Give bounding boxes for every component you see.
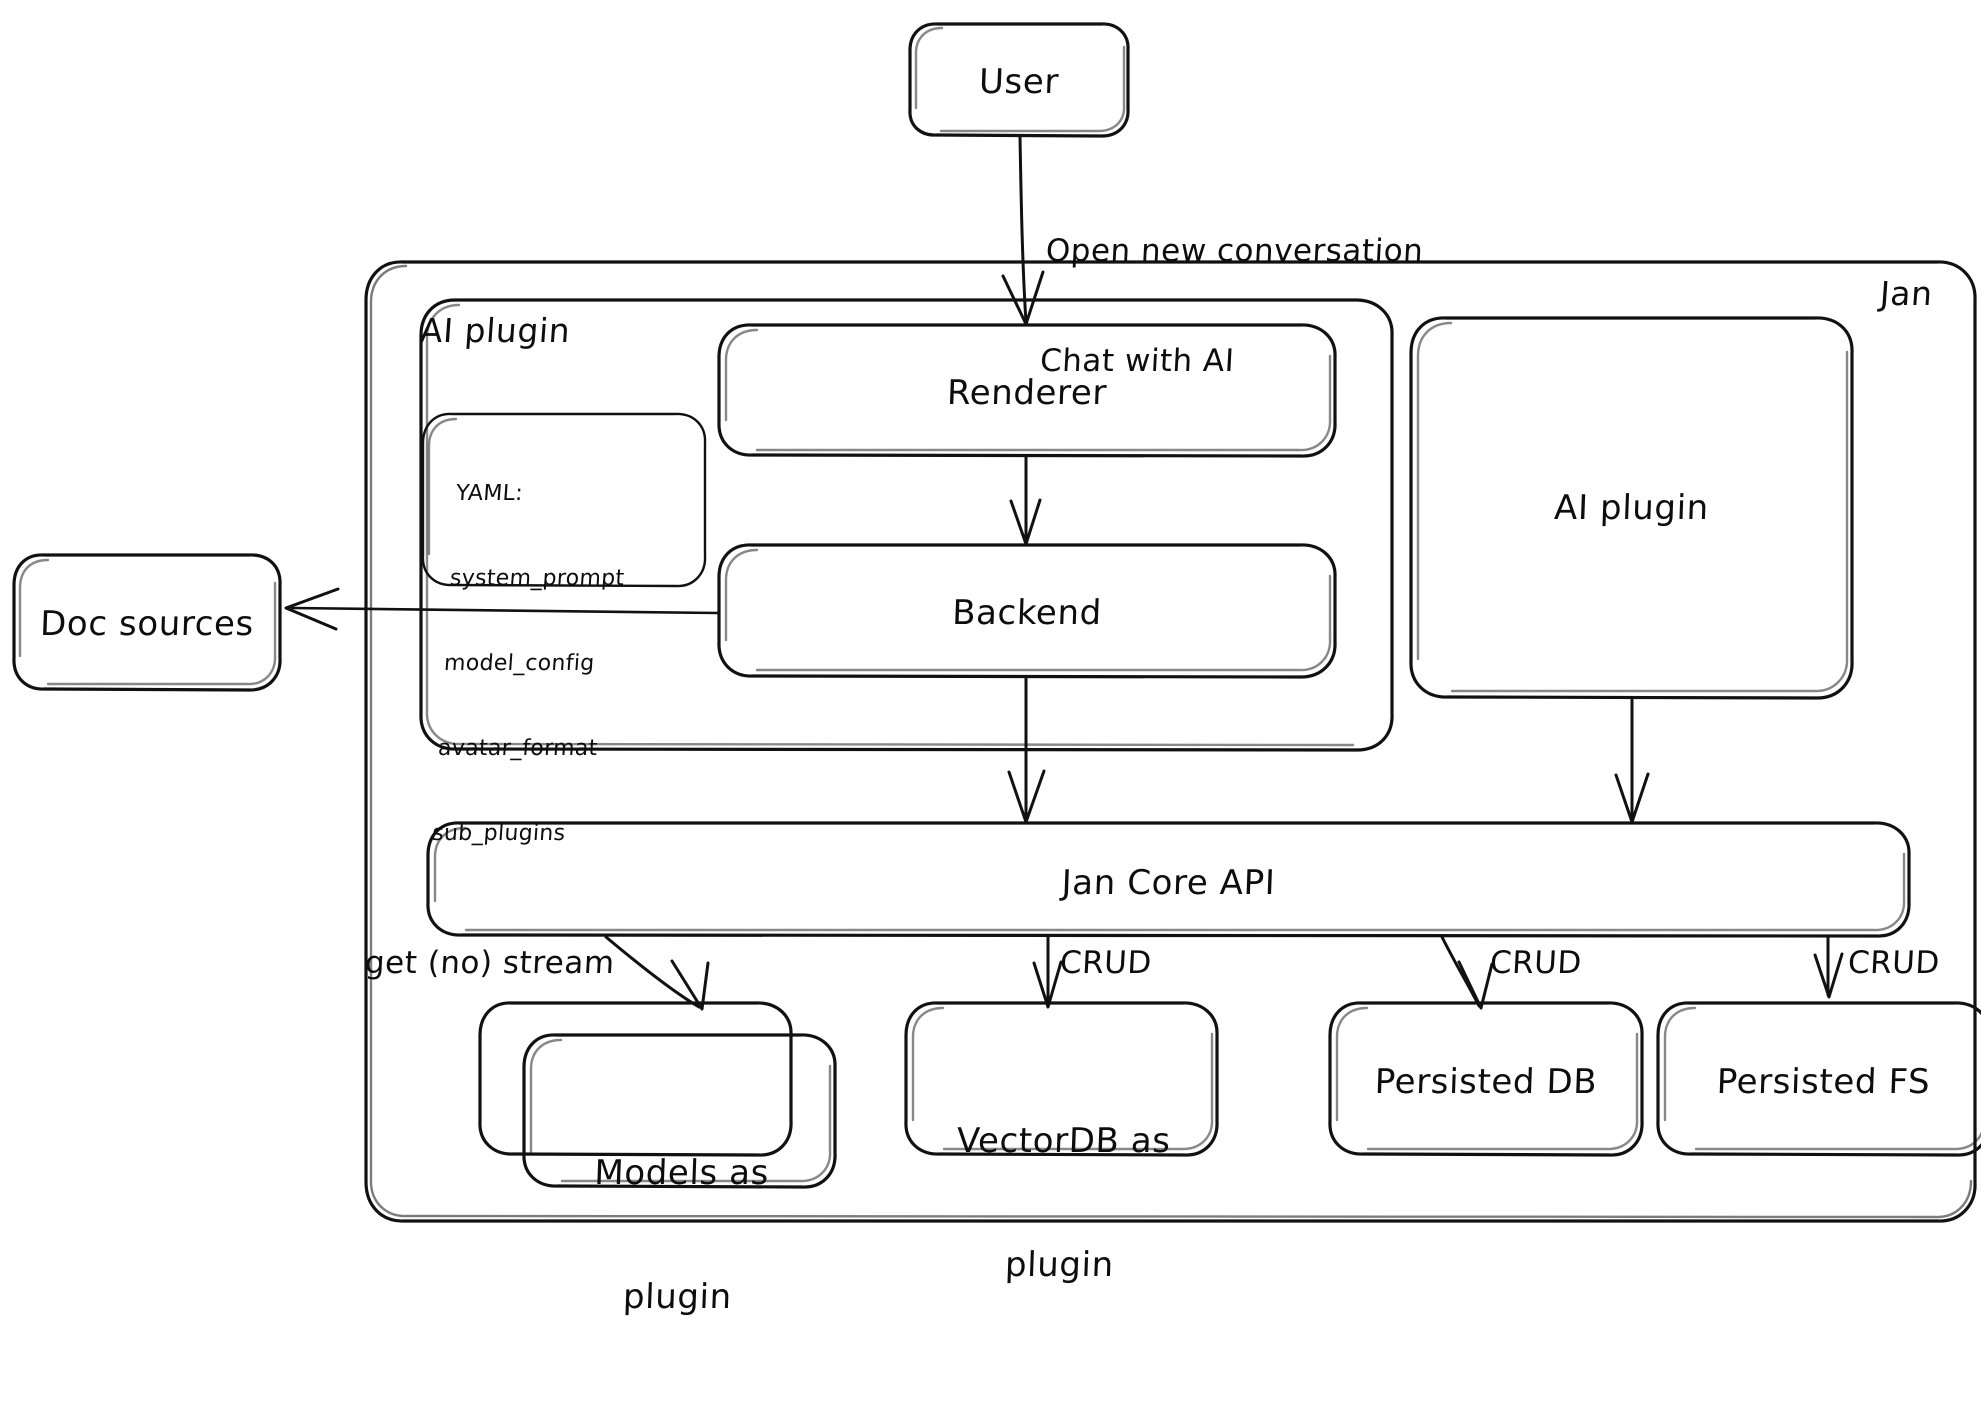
note-yaml-heading: YAML: xyxy=(455,480,524,506)
container-jan-shape xyxy=(364,260,1977,1223)
node-label-user: User xyxy=(978,62,1060,102)
container-ai-plugin-shape xyxy=(419,298,1394,752)
edge-core-to-models xyxy=(604,935,710,1011)
node-doc-sources-shape[interactable] xyxy=(12,553,282,692)
node-label-persisted-db: Persisted DB xyxy=(1374,1062,1598,1102)
node-label-models-plugin-line1: Models as xyxy=(593,1152,770,1193)
note-yaml-key-1: model_config xyxy=(443,651,596,676)
edge-renderer-to-backend xyxy=(1009,455,1042,546)
edge-label-user-to-renderer: Open new conversation Chat with AI xyxy=(1035,160,1428,453)
edge-label-core-to-vectordb: CRUD xyxy=(1059,945,1153,981)
edge-ai-plugin-to-core xyxy=(1614,697,1650,824)
container-label-jan: Jan xyxy=(1878,274,1935,313)
node-renderer-shape[interactable] xyxy=(717,323,1337,458)
edge-backend-to-doc-sources xyxy=(284,587,720,631)
node-vectordb-plugin-shape[interactable] xyxy=(904,1001,1219,1157)
edge-label-core-to-persisted-db: CRUD xyxy=(1489,945,1583,981)
edge-label-user-to-renderer-line2: Chat with AI xyxy=(1039,342,1236,379)
edge-core-to-persisted-fs xyxy=(1813,935,1844,999)
note-yaml-key-3: sub_plugins xyxy=(431,821,567,847)
node-persisted-db-shape[interactable] xyxy=(1328,1001,1644,1157)
diagram-canvas: Jan AI plugin User Renderer Backend AI p… xyxy=(12,22,1981,1318)
node-label-models-plugin-line2: plugin xyxy=(622,1277,733,1318)
container-label-ai-plugin: AI plugin xyxy=(418,311,572,350)
node-backend-shape[interactable] xyxy=(717,543,1337,679)
edge-core-to-persisted-db xyxy=(1440,935,1494,1010)
edge-user-to-renderer xyxy=(1001,135,1045,326)
note-yaml-key-0: system_prompt xyxy=(449,565,626,591)
node-label-vectordb-plugin: VectorDB as plugin xyxy=(900,1038,1223,1370)
edge-label-core-to-persisted-fs: CRUD xyxy=(1847,945,1941,981)
node-label-vectordb-plugin-line2: plugin xyxy=(1004,1245,1115,1286)
node-label-backend: Backend xyxy=(951,593,1103,633)
note-yaml-shape xyxy=(421,412,707,588)
node-jan-core-api-shape[interactable] xyxy=(426,821,1911,938)
note-yaml-key-2: avatar_format xyxy=(437,736,599,762)
edge-backend-to-core xyxy=(1007,676,1046,824)
node-label-models-plugin: Models as plugin xyxy=(518,1070,841,1402)
diagram-shapes-layer xyxy=(12,22,1981,1223)
edge-label-user-to-renderer-line1: Open new conversation xyxy=(1044,233,1425,270)
edge-core-to-vectordb xyxy=(1032,935,1063,1009)
edge-label-core-to-models: get (no) stream xyxy=(364,945,616,981)
note-yaml-text: YAML: system_prompt model_config avatar_… xyxy=(427,423,731,905)
node-user-shape[interactable] xyxy=(908,22,1130,138)
node-models-plugin-shape[interactable] xyxy=(478,1001,837,1189)
node-label-doc-sources: Doc sources xyxy=(39,604,255,644)
node-label-persisted-fs: Persisted FS xyxy=(1716,1062,1931,1102)
node-label-vectordb-plugin-line1: VectorDB as xyxy=(956,1120,1172,1161)
node-persisted-fs-shape[interactable] xyxy=(1656,1001,1981,1157)
node-label-ai-plugin: AI plugin xyxy=(1553,488,1710,528)
node-ai-plugin-shape[interactable] xyxy=(1409,316,1854,700)
